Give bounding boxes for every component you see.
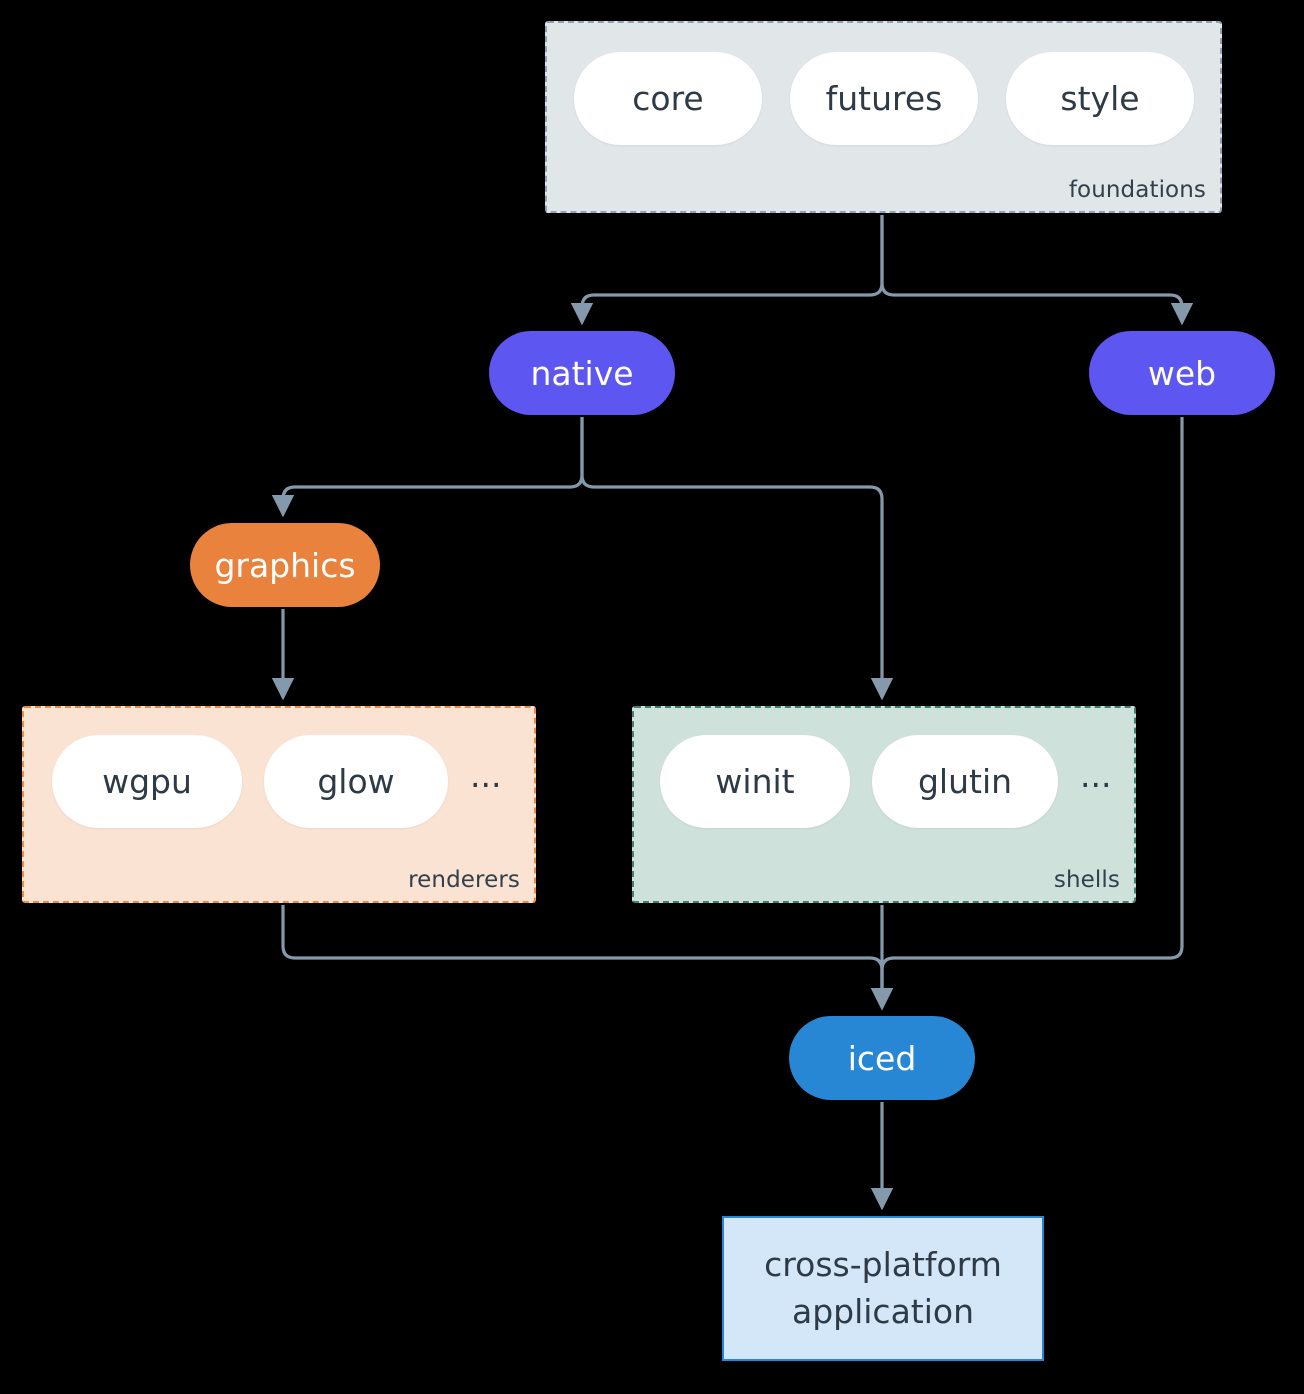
edge-renderers-iced [281,905,894,1011]
leaf-core[interactable]: core [574,52,762,145]
cluster-label-foundations: foundations [1068,177,1206,203]
edge-foundations-native [570,215,884,326]
shells-ellipsis: ... [1080,756,1112,795]
edge-native-shells [580,417,894,701]
leaf-glutin[interactable]: glutin [872,735,1058,828]
cluster-label-renderers: renderers [408,867,520,893]
node-graphics[interactable]: graphics [190,523,380,607]
leaf-glow[interactable]: glow [264,735,448,828]
renderers-ellipsis: ... [470,756,502,795]
leaf-wgpu[interactable]: wgpu [52,735,242,828]
foundations-items: core futures style [574,52,1194,145]
application-line-2: application [791,1291,975,1331]
edge-foundations-web [880,215,1194,326]
cluster-shells: winit glutin ... shells [632,706,1136,903]
cluster-label-shells: shells [1053,867,1120,893]
node-web[interactable]: web [1089,331,1275,415]
node-native[interactable]: native [489,331,675,415]
cluster-renderers: wgpu glow ... renderers [22,706,536,903]
shells-items: winit glutin ... [660,735,1111,828]
leaf-style[interactable]: style [1006,52,1194,145]
application-line-1: cross-platform [764,1244,1002,1284]
renderers-items: wgpu glow ... [52,735,501,828]
node-cross-platform-application[interactable]: cross-platform application [722,1216,1044,1361]
leaf-winit[interactable]: winit [660,735,850,828]
node-iced[interactable]: iced [789,1016,975,1100]
leaf-futures[interactable]: futures [790,52,978,145]
edge-native-graphics [271,417,584,518]
cluster-foundations: core futures style foundations [545,21,1222,213]
